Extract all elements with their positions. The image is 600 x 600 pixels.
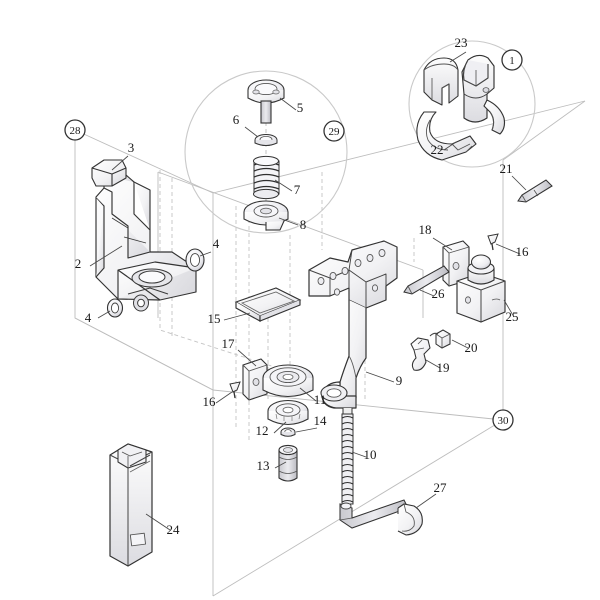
part-main-bracket bbox=[308, 240, 398, 409]
part-mount-tab-right bbox=[442, 240, 470, 287]
part-number-washer-mid: 14 bbox=[314, 413, 328, 428]
part-number-clip-small: 20 bbox=[465, 340, 478, 355]
part-number-screw-left: 16 bbox=[203, 394, 217, 409]
part-screw-right bbox=[487, 233, 499, 251]
part-number-wire-clip: 27 bbox=[434, 480, 448, 495]
part-screw-left bbox=[229, 381, 241, 399]
part-compression-spring bbox=[253, 155, 280, 200]
part-number-handle-strap: 22 bbox=[431, 142, 444, 157]
part-clip-small bbox=[429, 329, 451, 349]
part-mount-tab-left bbox=[242, 358, 268, 401]
part-pad-insert bbox=[91, 159, 127, 187]
part-number-knob-screw: 5 bbox=[297, 100, 304, 115]
part-washer-small bbox=[254, 134, 278, 146]
part-number-pulley-small: 12 bbox=[256, 423, 269, 438]
part-wire-clip bbox=[397, 503, 423, 536]
leader-lines bbox=[89, 51, 527, 531]
part-number-bushing-sleeve: 13 bbox=[257, 458, 270, 473]
part-clip-lever bbox=[410, 337, 431, 371]
part-number-spring-seat: 8 bbox=[300, 217, 307, 232]
part-number-fork-bracket: 2 bbox=[75, 256, 82, 271]
detail-callout-28-number: 28 bbox=[70, 125, 82, 137]
part-cover-plate bbox=[234, 287, 302, 322]
part-number-battery-pack: 24 bbox=[167, 522, 181, 537]
part-rod-link bbox=[403, 265, 450, 295]
part-number-switch-block: 25 bbox=[506, 309, 519, 324]
part-bushing-sleeve bbox=[278, 444, 298, 482]
part-number-washer-small: 6 bbox=[233, 112, 240, 127]
part-pulley-large bbox=[262, 364, 314, 398]
part-washer-upper bbox=[185, 248, 205, 272]
part-number-screw-right: 16 bbox=[516, 244, 530, 259]
part-number-washer-upper: 4 bbox=[213, 236, 220, 251]
detail-callout-30-number: 30 bbox=[498, 415, 510, 427]
part-fork-bracket-details bbox=[111, 217, 173, 312]
part-washer-lower bbox=[106, 298, 124, 318]
callout-circles bbox=[64, 49, 523, 431]
detail-circle-1 bbox=[408, 40, 536, 168]
part-number-compression-spring: 7 bbox=[294, 182, 301, 197]
part-number-labels: 2344567891011121314151616171819202122232… bbox=[75, 35, 529, 537]
part-number-mount-tab-right: 18 bbox=[419, 222, 432, 237]
part-number-cover-plate: 15 bbox=[208, 311, 221, 326]
part-washer-mid bbox=[280, 427, 296, 437]
part-number-mount-tab-left: 17 bbox=[222, 336, 236, 351]
part-knob-screw bbox=[247, 79, 285, 124]
part-pulley-small bbox=[267, 399, 309, 426]
part-number-grip-cover: 23 bbox=[455, 35, 468, 50]
part-number-clip-lever: 19 bbox=[437, 360, 450, 375]
part-handle-strap bbox=[416, 111, 477, 161]
part-switch-block bbox=[456, 254, 506, 323]
part-grip-body bbox=[461, 54, 506, 135]
part-number-pin-shaft: 21 bbox=[500, 161, 513, 176]
part-pin-shaft bbox=[517, 179, 553, 203]
part-number-washer-lower: 4 bbox=[85, 310, 92, 325]
part-number-pulley-large: 11 bbox=[314, 392, 327, 407]
part-number-rod-link: 26 bbox=[432, 286, 446, 301]
part-number-pad-insert: 3 bbox=[128, 140, 135, 155]
part-number-spring-rod: 10 bbox=[364, 447, 377, 462]
part-grip-cover bbox=[423, 57, 459, 106]
part-number-main-bracket: 9 bbox=[396, 373, 403, 388]
part-battery-pack bbox=[109, 443, 153, 567]
part-main-bracket-holes bbox=[317, 248, 386, 296]
part-spring-seat bbox=[243, 200, 289, 231]
detail-callout-1-number: 1 bbox=[509, 55, 515, 67]
detail-circle-29 bbox=[184, 70, 348, 234]
detail-callout-29-number: 29 bbox=[329, 126, 341, 138]
